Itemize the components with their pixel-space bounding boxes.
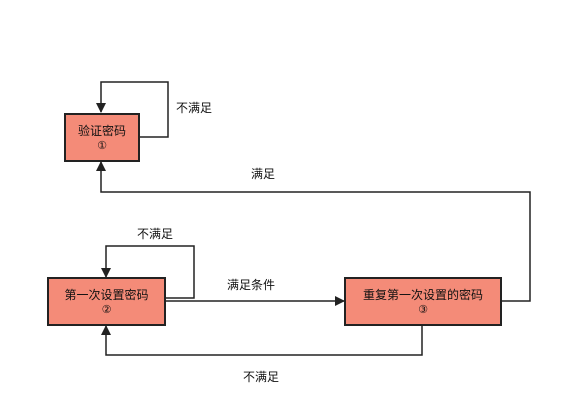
node-first-set-password: 第一次设置密码 ② xyxy=(47,277,166,326)
edge-verify-self-loop xyxy=(96,81,169,138)
edge-label-verify-self: 不满足 xyxy=(176,101,213,115)
node-first-number: ② xyxy=(101,302,112,316)
node-verify-label: 验证密码 xyxy=(77,123,126,138)
node-repeat-password: 重复第一次设置的密码 ③ xyxy=(344,277,502,326)
node-first-label: 第一次设置密码 xyxy=(64,287,149,302)
edge-label-first-self: 不满足 xyxy=(137,227,174,241)
node-verify-password: 验证密码 ① xyxy=(64,113,140,162)
node-repeat-label: 重复第一次设置的密码 xyxy=(362,287,483,302)
edge-repeat-to-verify xyxy=(96,161,531,302)
edge-repeat-to-first xyxy=(101,325,423,356)
node-verify-number: ① xyxy=(97,138,107,152)
node-repeat-number: ③ xyxy=(418,302,428,316)
edge-label-first-to-repeat: 满足条件 xyxy=(227,278,276,292)
edge-label-repeat-to-verify: 满足 xyxy=(251,167,276,181)
edge-first-self-loop xyxy=(101,245,195,299)
edge-label-repeat-to-first: 不满足 xyxy=(243,370,280,384)
